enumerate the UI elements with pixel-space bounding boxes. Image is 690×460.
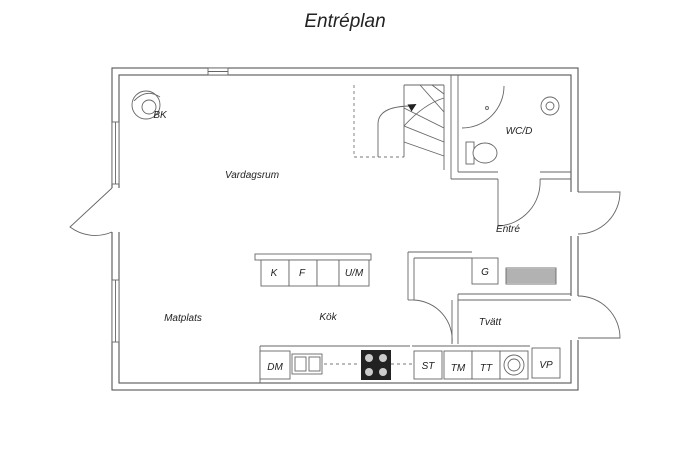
label-f: F bbox=[299, 268, 306, 279]
staircase bbox=[353, 84, 445, 170]
wc-walls bbox=[450, 75, 571, 227]
label-um: U/M bbox=[345, 268, 364, 279]
plan-title: Entréplan bbox=[304, 11, 385, 32]
outer-walls bbox=[111, 67, 579, 391]
laundry-walls bbox=[407, 251, 571, 345]
label-k: K bbox=[271, 268, 279, 279]
label-vardagsrum: Vardagsrum bbox=[225, 170, 279, 181]
exterior-doors bbox=[69, 187, 621, 340]
label-tvatt: Tvätt bbox=[479, 317, 502, 328]
label-dm: DM bbox=[267, 362, 283, 373]
kitchen-counter bbox=[259, 345, 412, 383]
label-wc: WC/D bbox=[506, 126, 533, 137]
label-tm: TM bbox=[451, 363, 466, 374]
room-labels: BK Vardagsrum WC/D Entré Matplats Kök Tv… bbox=[153, 110, 532, 328]
kitchen-island bbox=[254, 253, 372, 287]
label-g: G bbox=[481, 267, 489, 278]
fixture-labels: K F U/M G DM ST TM TT VP bbox=[267, 267, 553, 374]
laundry-counter bbox=[412, 345, 561, 380]
windows bbox=[111, 67, 229, 343]
label-entre: Entré bbox=[496, 224, 520, 235]
armchair bbox=[131, 90, 161, 120]
label-matplats: Matplats bbox=[164, 313, 202, 324]
label-bk: BK bbox=[153, 110, 168, 121]
label-st: ST bbox=[422, 361, 436, 372]
label-tt: TT bbox=[480, 363, 493, 374]
wc-fixtures bbox=[465, 96, 560, 165]
entry-storage bbox=[471, 257, 557, 285]
label-vp: VP bbox=[539, 360, 553, 371]
label-kok: Kök bbox=[319, 312, 337, 323]
